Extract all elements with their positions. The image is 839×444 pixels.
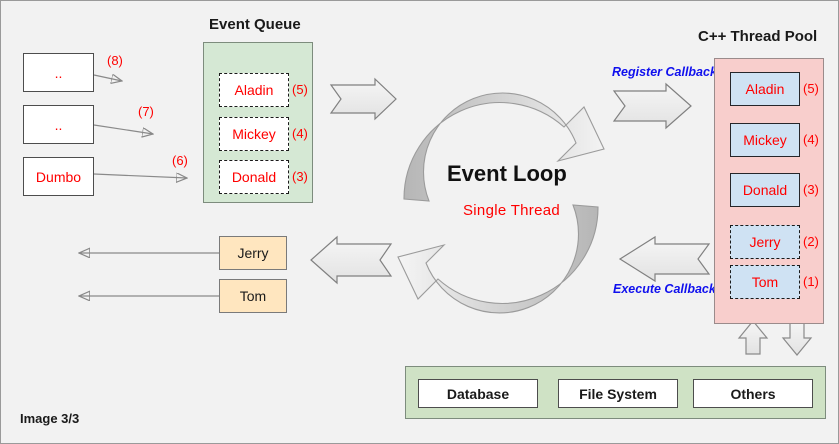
service-box-database[interactable]: Database	[418, 379, 538, 408]
thread-marker-0: (5)	[803, 81, 819, 96]
thread-marker-1: (4)	[803, 132, 819, 147]
event-queue-title: Event Queue	[209, 16, 301, 33]
thread-box-label: Aladin	[745, 81, 785, 97]
event-queue-item-label: Donald	[231, 169, 277, 185]
arrow-pool-to-services-down	[781, 320, 813, 356]
request-marker-0: (8)	[107, 53, 123, 68]
execute-callback-label: Execute Callback	[613, 282, 716, 296]
image-caption: Image 3/3	[20, 411, 80, 426]
request-box-1[interactable]: ..	[23, 105, 94, 144]
event-queue-marker-0: (5)	[292, 82, 308, 97]
request-box-label: Dumbo	[35, 168, 82, 185]
response-box-jerry[interactable]: Jerry	[219, 236, 287, 270]
request-box-0[interactable]: ..	[23, 53, 94, 92]
request-connector-8	[93, 75, 122, 81]
thread-box-label: Mickey	[743, 132, 787, 148]
thread-box-2[interactable]: Donald	[730, 173, 800, 207]
thread-box-label: Tom	[751, 274, 779, 290]
thread-marker-3: (2)	[803, 234, 819, 249]
thread-box-0[interactable]: Aladin	[730, 72, 800, 106]
register-callback-label: Register Callback	[612, 65, 717, 79]
thread-marker-2: (3)	[803, 182, 819, 197]
event-queue-item-1[interactable]: Mickey	[219, 117, 289, 151]
service-box-file-system[interactable]: File System	[558, 379, 678, 408]
thread-box-3[interactable]: Jerry	[730, 225, 800, 259]
event-queue-item-label: Aladin	[234, 82, 274, 98]
thread-box-label: Donald	[742, 182, 788, 198]
event-loop-subtitle: Single Thread	[463, 202, 561, 219]
arrow-execute-callback	[618, 235, 711, 283]
request-connector-7	[93, 124, 153, 134]
request-marker-2: (6)	[172, 153, 188, 168]
arrow-register-callback	[612, 82, 692, 130]
event-queue-item-0[interactable]: Aladin	[219, 73, 289, 107]
request-marker-1: (7)	[138, 104, 154, 119]
response-box-label: Jerry	[237, 245, 269, 261]
service-box-label: Others	[730, 385, 776, 402]
event-queue-marker-1: (4)	[292, 126, 308, 141]
thread-marker-4: (1)	[803, 274, 819, 289]
arrow-loop-to-responses	[310, 235, 393, 285]
event-loop-title: Event Loop	[447, 161, 567, 186]
service-box-label: Database	[446, 385, 510, 402]
request-box-label: ..	[54, 116, 63, 133]
thread-box-4[interactable]: Tom	[730, 265, 800, 299]
thread-box-label: Jerry	[749, 234, 781, 250]
request-box-label: ..	[54, 64, 63, 81]
arrow-queue-to-loop	[329, 77, 397, 121]
service-box-label: File System	[579, 385, 657, 402]
event-queue-item-2[interactable]: Donald	[219, 160, 289, 194]
event-queue-marker-2: (3)	[292, 169, 308, 184]
thread-box-1[interactable]: Mickey	[730, 123, 800, 157]
response-box-tom[interactable]: Tom	[219, 279, 287, 313]
arrow-pool-to-services-up	[737, 320, 769, 355]
event-queue-item-label: Mickey	[232, 126, 276, 142]
response-box-label: Tom	[239, 288, 267, 304]
service-box-others[interactable]: Others	[693, 379, 813, 408]
event-loop-arc-bottom	[397, 204, 599, 314]
request-box-2[interactable]: Dumbo	[23, 157, 94, 196]
thread-pool-title: C++ Thread Pool	[698, 28, 818, 45]
request-connector-6	[93, 174, 187, 178]
